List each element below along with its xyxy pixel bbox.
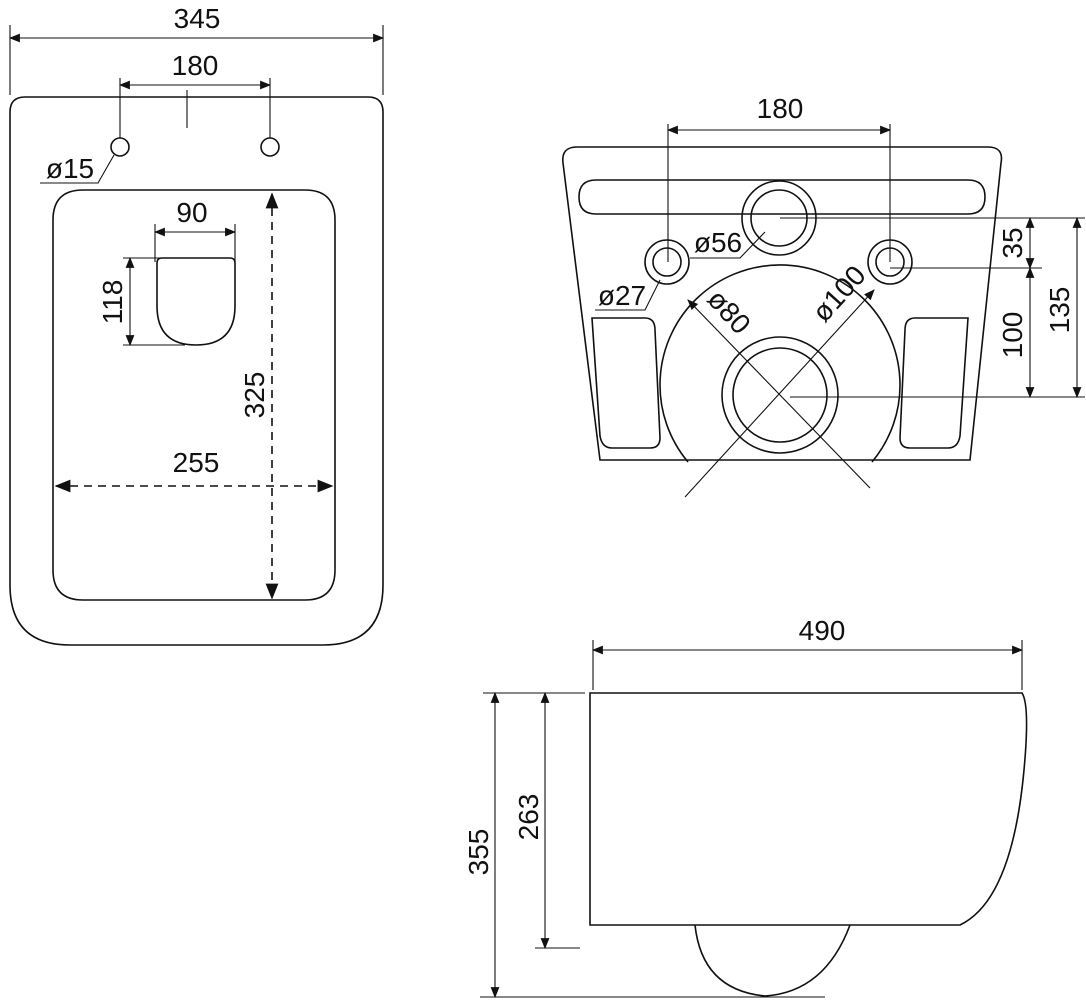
dim-rear-hole-spacing: 180 bbox=[757, 93, 804, 124]
fixing-hole-left bbox=[652, 247, 682, 277]
dim-overall-width: 345 bbox=[174, 3, 221, 34]
dim-inner-width: 255 bbox=[173, 447, 220, 478]
dim-outlet-to-inlet: 135 bbox=[1044, 287, 1075, 334]
bowl-opening bbox=[52, 189, 336, 601]
back-plate-outline bbox=[561, 146, 1003, 461]
seat-hole bbox=[156, 257, 236, 346]
outlet-recess bbox=[659, 264, 901, 463]
right-cutout bbox=[899, 317, 969, 449]
side-view: 490 355 263 bbox=[463, 615, 1028, 999]
seat-outline bbox=[9, 96, 384, 646]
dim-seat-hole-width: 90 bbox=[176, 197, 207, 228]
top-view: 345 180 ø15 90 118 325 255 bbox=[8, 3, 385, 646]
dim-total-height: 355 bbox=[463, 829, 494, 876]
top-slot bbox=[578, 179, 986, 215]
fixing-hole-left bbox=[110, 137, 130, 157]
dim-hole-spacing: 180 bbox=[172, 50, 219, 81]
dim-inner-length: 325 bbox=[239, 372, 270, 419]
dim-inlet-diameter: ø56 bbox=[694, 227, 742, 258]
dim-hole-diameter: ø15 bbox=[46, 153, 94, 184]
rear-view: 180 35 100 135 ø56 ø27 ø80 ø100 bbox=[561, 93, 1085, 498]
outlet-inner bbox=[732, 347, 828, 443]
dim-fixing-hole-diameter: ø27 bbox=[598, 280, 646, 311]
outlet-outer bbox=[721, 336, 839, 454]
fixing-hole-right bbox=[260, 137, 280, 157]
dim-fixing-height: 263 bbox=[513, 794, 544, 841]
left-cutout bbox=[591, 317, 661, 449]
bowl-bottom bbox=[694, 924, 851, 997]
bowl-body bbox=[589, 692, 1028, 926]
dim-depth: 490 bbox=[799, 615, 846, 646]
dim-seat-hole-length: 118 bbox=[97, 280, 128, 325]
dim-outlet-to-fixing: 100 bbox=[997, 312, 1028, 359]
dim-outlet-inner-diameter: ø80 bbox=[701, 283, 756, 340]
dim-inlet-offset: 35 bbox=[997, 227, 1028, 258]
